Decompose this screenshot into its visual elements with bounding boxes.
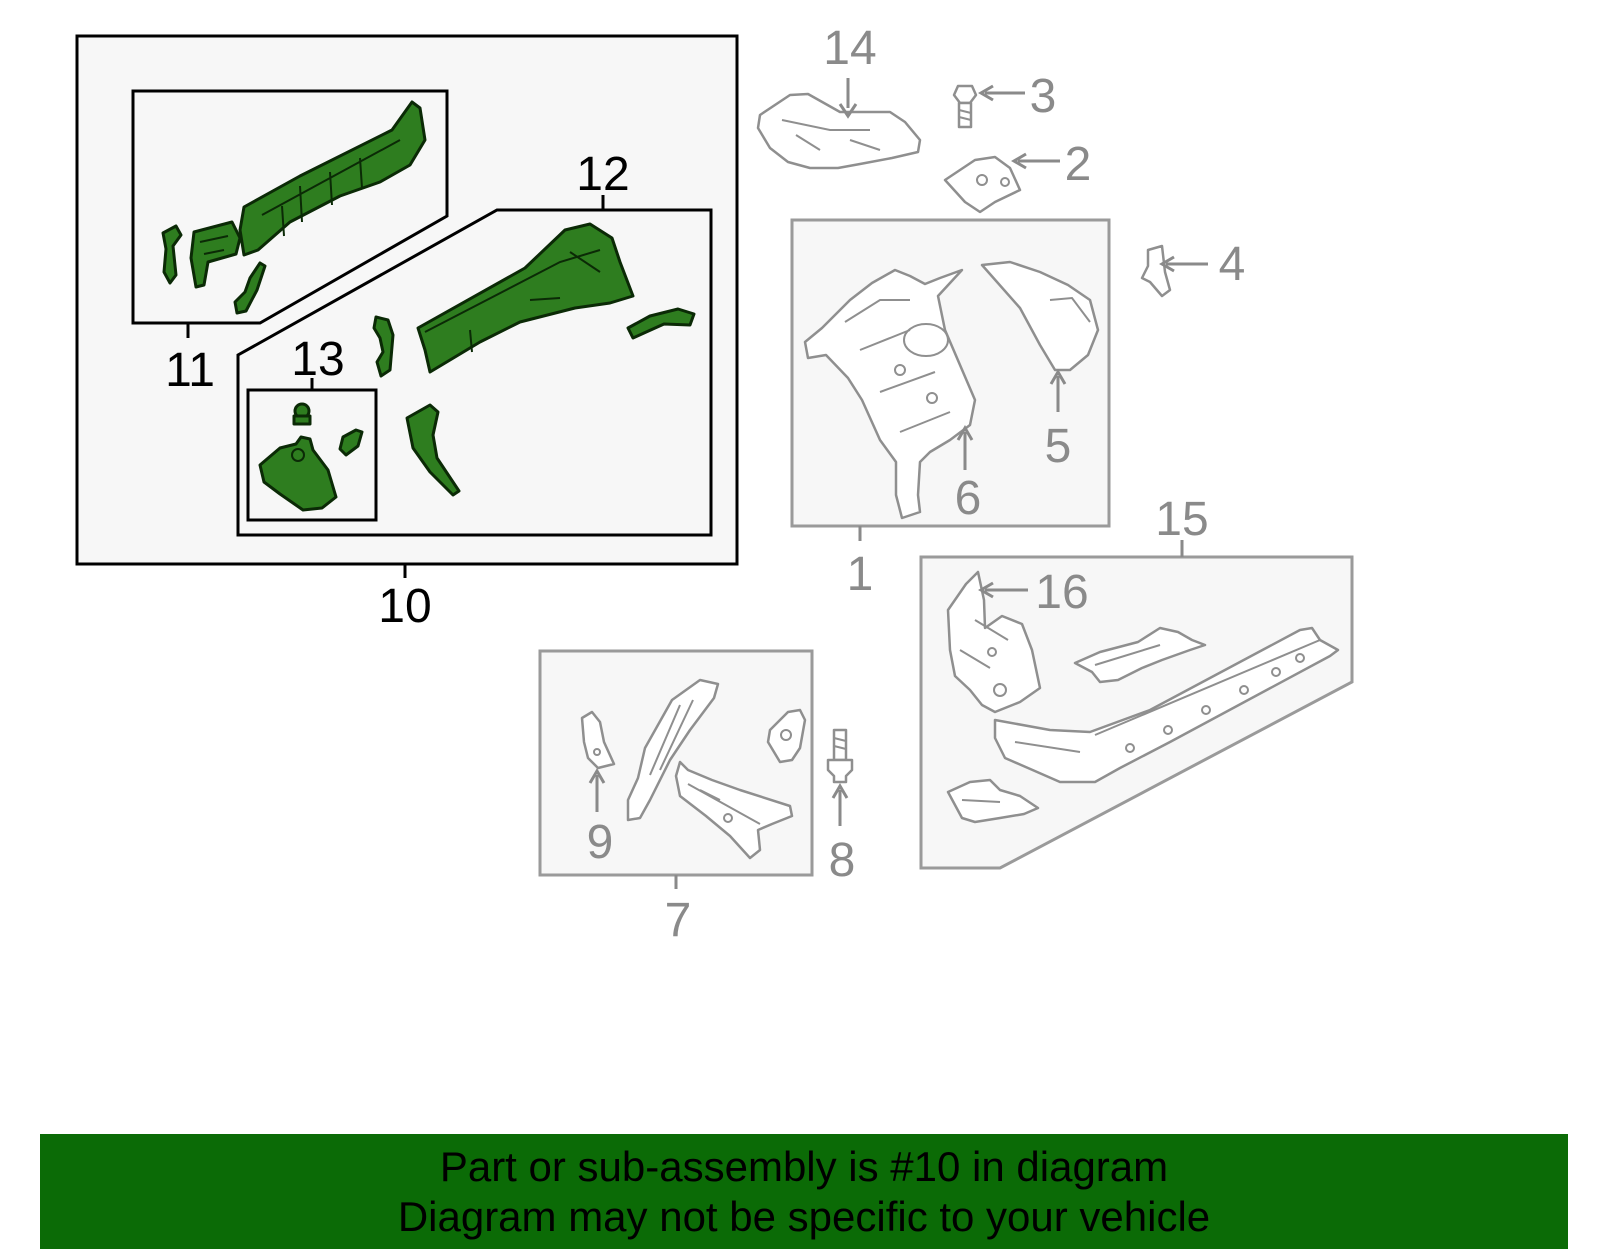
part-15-rail[interactable] (993, 626, 1340, 784)
small-bracket-12b[interactable] (626, 307, 696, 340)
callout-5[interactable]: 5 (1045, 420, 1072, 473)
callout-2[interactable]: 2 (1065, 138, 1092, 191)
assembly-1-group[interactable]: 5 6 1 (790, 218, 1111, 601)
assembly-15-box (919, 555, 1354, 870)
banner-line-1: Part or sub-assembly is #10 in diagram (439, 1142, 1169, 1190)
part-3-group[interactable]: 3 (952, 70, 1057, 129)
part-4-group[interactable]: 4 (1140, 238, 1246, 298)
part-8-group[interactable]: 8 (826, 728, 856, 887)
part-9-bracket[interactable] (580, 710, 616, 770)
front-rail-part[interactable] (416, 222, 635, 374)
rail-upper-part[interactable] (238, 100, 427, 257)
assembly-7-box (538, 649, 814, 877)
part-6-inner-fender[interactable] (803, 268, 977, 520)
info-banner: Part or sub-assembly is #10 in diagram D… (40, 1134, 1568, 1249)
callout-6[interactable]: 6 (955, 472, 982, 525)
part-2-group[interactable]: 2 (943, 138, 1092, 214)
bracket-part-b[interactable] (189, 220, 242, 289)
part-7-brace[interactable] (674, 760, 794, 860)
part-7-gusset[interactable] (766, 708, 807, 764)
part-5-shield[interactable] (980, 260, 1100, 372)
part-16-bracket[interactable] (946, 570, 1042, 714)
callout-4[interactable]: 4 (1219, 238, 1246, 291)
callout-14[interactable]: 14 (823, 22, 876, 75)
callout-13[interactable]: 13 (291, 333, 344, 386)
mount-13-part[interactable] (258, 435, 338, 512)
part-15-bracket-a[interactable] (1073, 626, 1207, 684)
part-15-bracket-b[interactable] (946, 778, 1040, 824)
clip-part[interactable] (233, 261, 267, 315)
callout-3[interactable]: 3 (1030, 70, 1057, 123)
callout-8[interactable]: 8 (829, 834, 856, 887)
assembly-10-group[interactable]: 11 12 13 10 (75, 34, 739, 633)
assembly-15-group[interactable]: 16 15 (919, 493, 1354, 870)
reinforcement-part[interactable] (405, 403, 461, 497)
part-14-group[interactable]: 14 (756, 22, 922, 170)
callout-9[interactable]: 9 (587, 816, 614, 869)
small-bracket-12a[interactable] (372, 315, 395, 378)
assembly-7-group[interactable]: 9 7 (538, 649, 814, 947)
callout-15[interactable]: 15 (1155, 493, 1208, 546)
small-bracket-13[interactable] (338, 428, 364, 457)
callout-16[interactable]: 16 (1035, 566, 1088, 619)
bracket-part-a[interactable] (161, 224, 183, 285)
bolt-13-part[interactable] (292, 402, 312, 426)
callout-12[interactable]: 12 (576, 148, 629, 201)
callout-1[interactable]: 1 (847, 548, 874, 601)
callout-7[interactable]: 7 (665, 894, 692, 947)
part-7-pillar[interactable] (626, 678, 720, 822)
callout-11[interactable]: 11 (165, 344, 215, 397)
callout-10[interactable]: 10 (378, 580, 431, 633)
banner-line-2: Diagram may not be specific to your vehi… (397, 1192, 1211, 1240)
